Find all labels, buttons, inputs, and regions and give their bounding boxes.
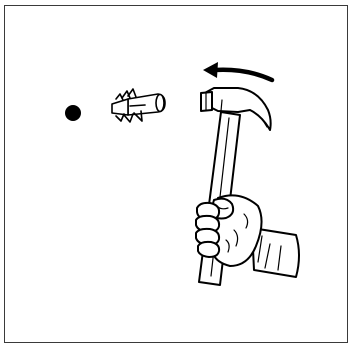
- drill-hole-icon: [65, 105, 81, 121]
- curved-arrow-icon: [203, 62, 272, 80]
- wall-plug-icon: [112, 89, 165, 122]
